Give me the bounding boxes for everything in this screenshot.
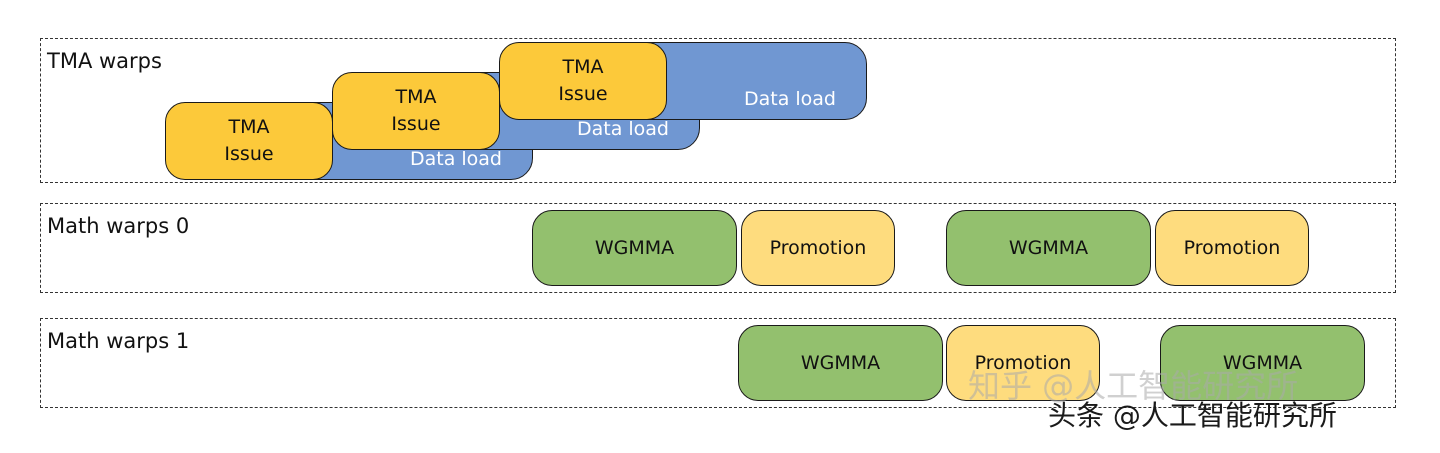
- promotion-block: Promotion: [741, 210, 895, 286]
- lane-label: Math warps 0: [47, 214, 190, 238]
- wgmma-block: WGMMA: [738, 325, 943, 401]
- wgmma-block: WGMMA: [1160, 325, 1365, 401]
- wgmma-label: WGMMA: [1008, 236, 1089, 259]
- tma-issue-block: TMA Issue: [165, 102, 333, 180]
- tma-issue-block: TMA Issue: [499, 42, 667, 120]
- promotion-block: Promotion: [1155, 210, 1309, 286]
- data-load-label: Data load: [576, 118, 669, 141]
- data-load-label: Data load: [409, 148, 502, 171]
- data-load-label: Data load: [743, 88, 836, 111]
- lane-tma-warps: TMA warps: [40, 38, 1396, 183]
- lane-label: TMA warps: [47, 49, 162, 73]
- promotion-block: Promotion: [946, 325, 1100, 401]
- tma-issue-label: TMA Issue: [558, 56, 608, 105]
- tma-issue-label: TMA Issue: [224, 116, 274, 165]
- promotion-label: Promotion: [974, 351, 1072, 374]
- wgmma-block: WGMMA: [946, 210, 1151, 286]
- toutiao-watermark: 头条 @人工智能研究所: [1048, 399, 1337, 432]
- lane-math-warps-0: Math warps 0: [40, 203, 1396, 293]
- zhihu-watermark: 知乎 @人工智能研究所: [968, 367, 1299, 405]
- promotion-label: Promotion: [769, 236, 867, 259]
- wgmma-label: WGMMA: [594, 236, 675, 259]
- promotion-label: Promotion: [1183, 236, 1281, 259]
- wgmma-label: WGMMA: [800, 351, 881, 374]
- tma-issue-label: TMA Issue: [391, 86, 441, 135]
- lane-label: Math warps 1: [47, 329, 190, 353]
- wgmma-block: WGMMA: [532, 210, 737, 286]
- tma-issue-block: TMA Issue: [332, 72, 500, 150]
- wgmma-label: WGMMA: [1222, 351, 1303, 374]
- lane-math-warps-1: Math warps 1: [40, 318, 1396, 408]
